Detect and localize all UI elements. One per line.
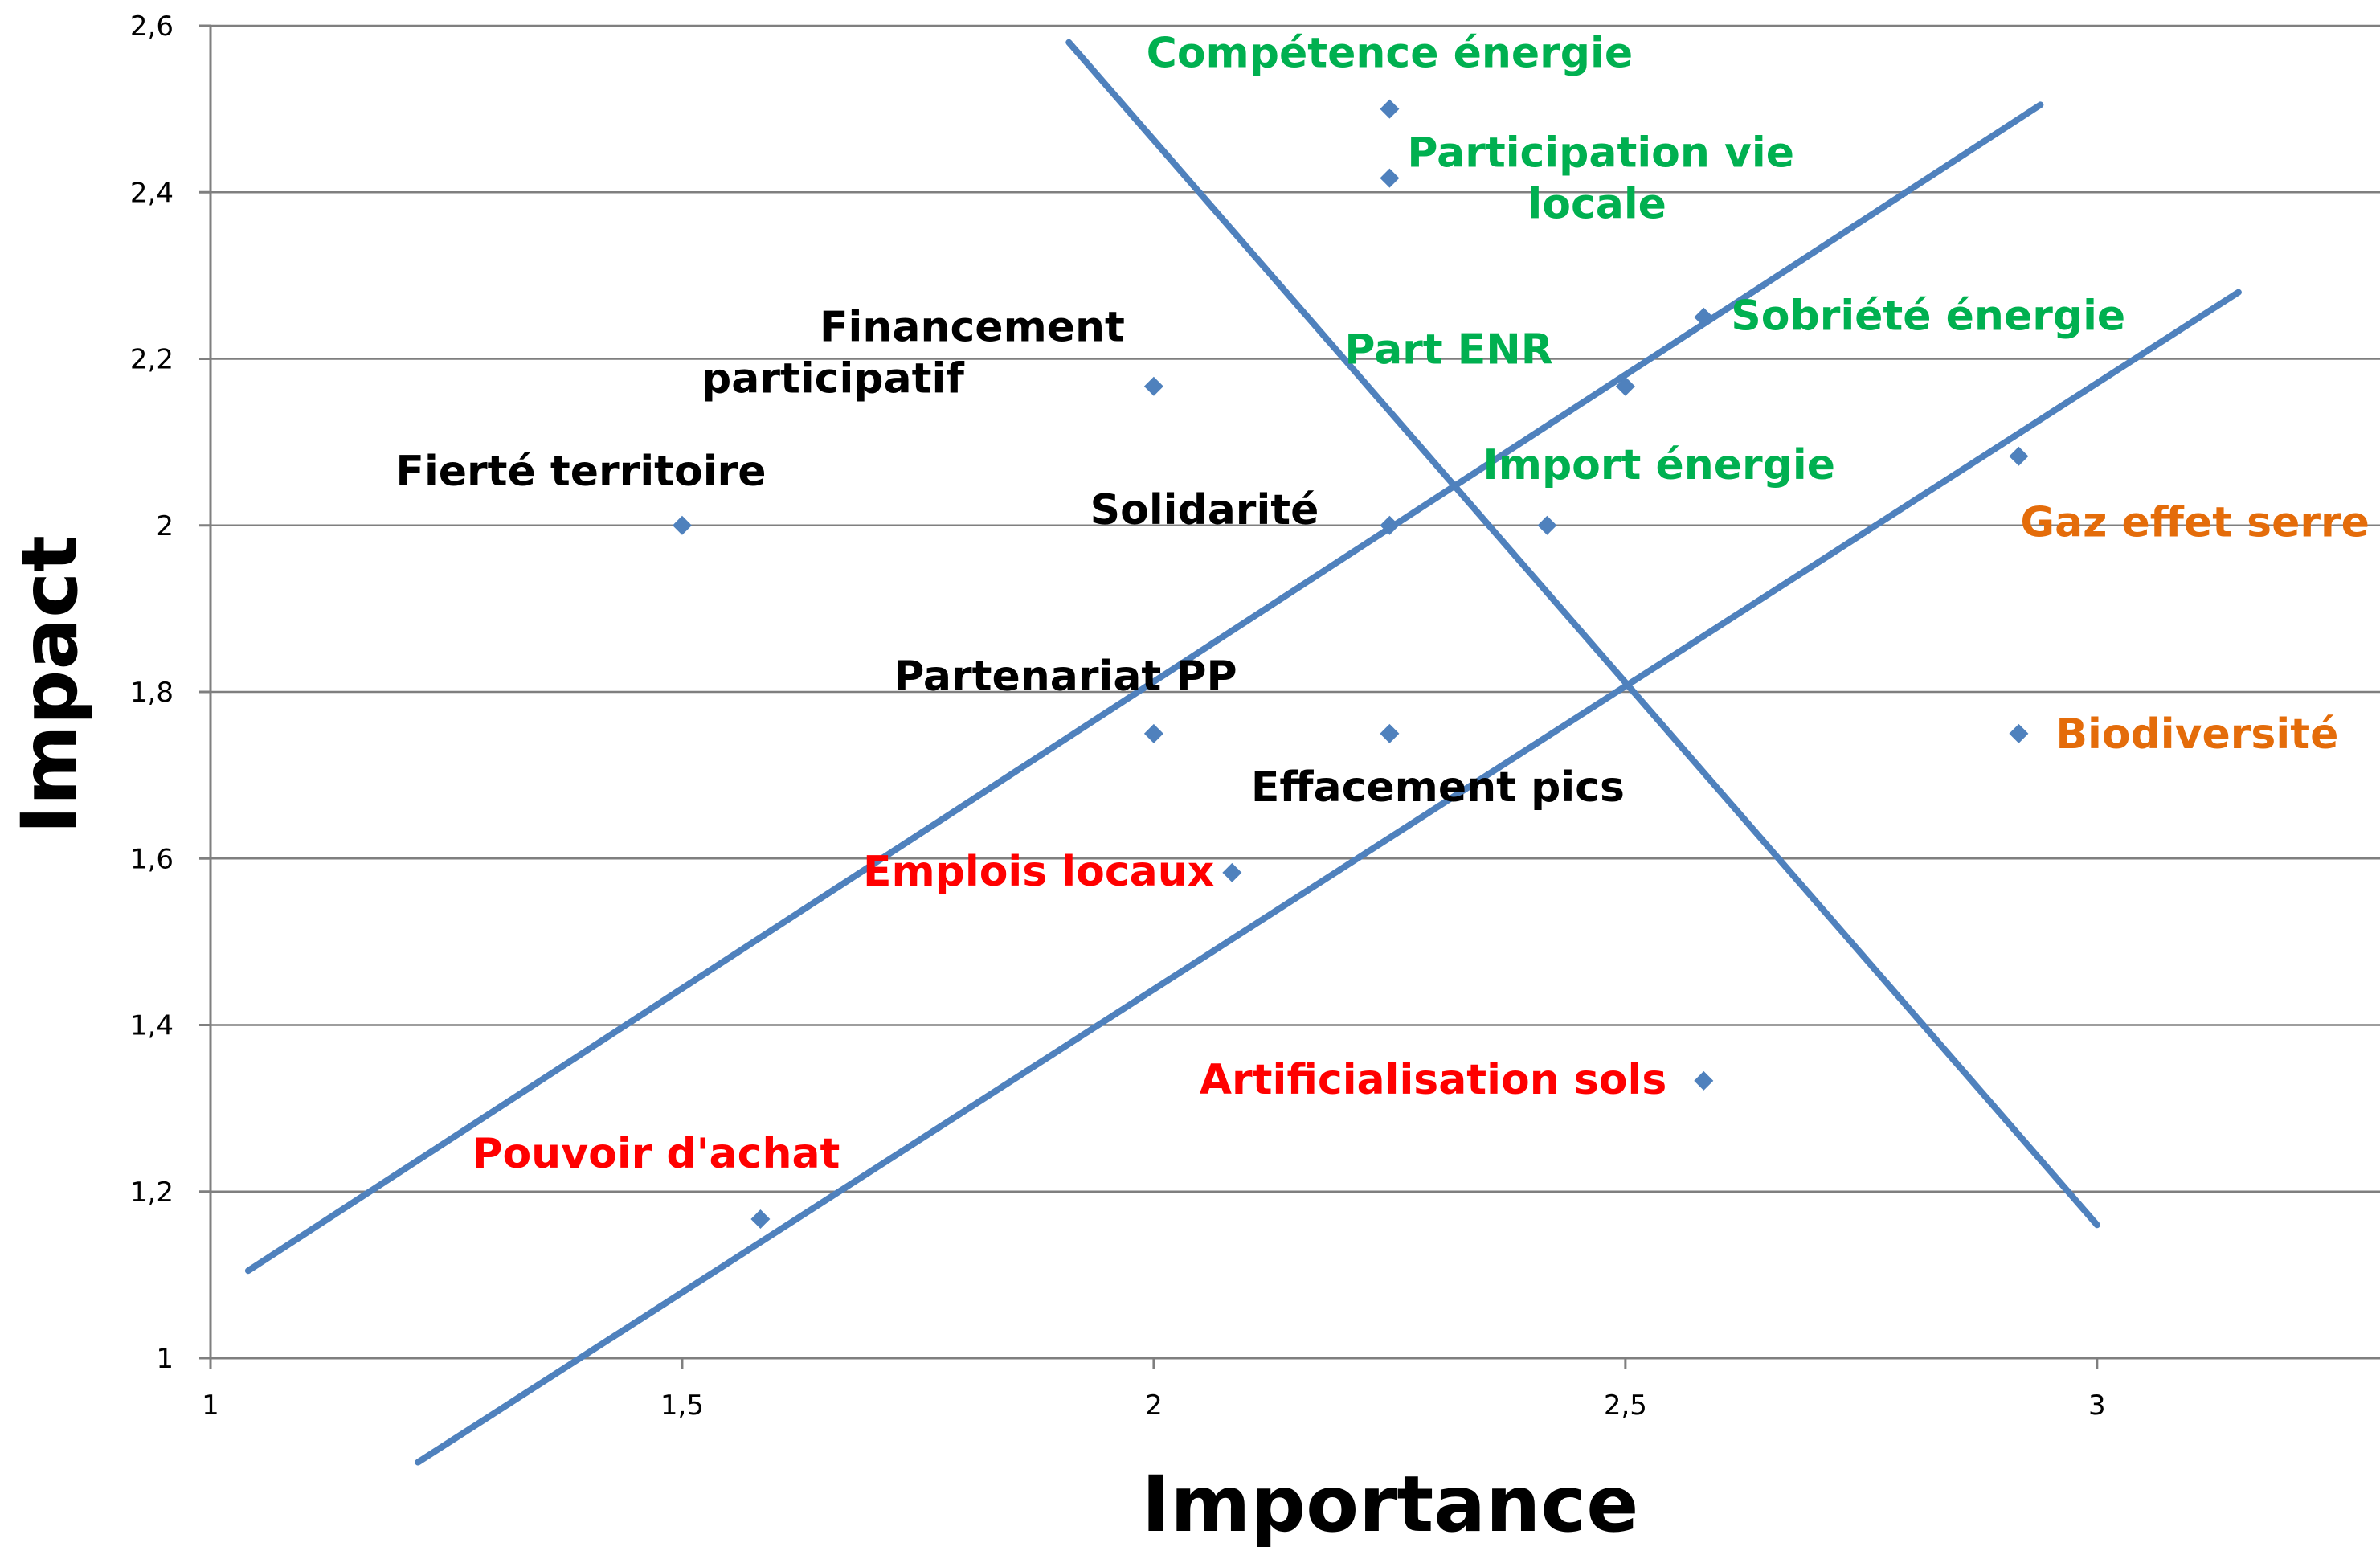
data-point-marker <box>750 1209 771 1229</box>
y-tick-label: 1,4 <box>130 1010 174 1042</box>
y-axis-title: Impact <box>5 535 95 834</box>
point-label: Emplois locaux <box>863 848 1214 896</box>
y-tick-label: 1,6 <box>130 843 174 875</box>
point-label: Import énergie <box>1482 441 1835 489</box>
grid-layer <box>211 24 2380 1193</box>
point-label: Solidarité <box>1090 486 1319 534</box>
separator-line <box>244 101 2044 1275</box>
data-point-marker <box>1537 515 1557 535</box>
y-tick-label: 2 <box>156 510 174 542</box>
data-points <box>672 99 2029 1229</box>
y-tick-label: 2,4 <box>130 177 174 209</box>
x-tick-label: 2,5 <box>1604 1389 1647 1422</box>
data-point-marker <box>1694 1070 1714 1091</box>
y-tick-label: 2,2 <box>130 344 174 376</box>
data-point-marker <box>1143 723 1163 743</box>
data-point-marker <box>672 515 692 535</box>
data-point-marker <box>1380 723 1400 743</box>
y-tick-label: 1,8 <box>130 677 174 709</box>
x-tick-label: 1,5 <box>660 1389 704 1422</box>
x-tick-label: 3 <box>2088 1389 2106 1422</box>
y-tick-label: 2,6 <box>130 10 174 43</box>
point-label: Compétence énergie <box>1147 30 1633 78</box>
point-label-line: Financement <box>820 304 1125 352</box>
y-tick-label: 1,2 <box>130 1177 174 1209</box>
data-point-marker <box>1380 99 1400 119</box>
separator-line <box>1065 39 2100 1229</box>
point-label: Artificialisation sols <box>1200 1056 1667 1104</box>
x-axis-title: Importance <box>1142 1459 1639 1549</box>
point-label-line: Participation vie <box>1407 129 1794 178</box>
y-tick-label: 1 <box>156 1343 174 1375</box>
point-label: Pouvoir d'achat <box>472 1130 840 1178</box>
data-point-marker <box>2009 723 2029 743</box>
point-label: Sobriété énergie <box>1731 293 2125 341</box>
point-label: Biodiversité <box>2055 710 2338 759</box>
point-label: Fierté territoire <box>395 448 766 496</box>
point-label-line: participatif <box>701 355 965 403</box>
point-label: Part ENR <box>1344 326 1553 374</box>
data-point-marker <box>2009 446 2029 466</box>
separator-line <box>415 289 2242 1466</box>
point-label-line: locale <box>1527 181 1666 229</box>
data-point-marker <box>1694 307 1714 327</box>
x-tick-label: 1 <box>202 1389 219 1422</box>
data-point-marker <box>1380 168 1400 188</box>
data-point-marker <box>1143 376 1163 396</box>
point-label: Gaz effet serre <box>2020 499 2370 547</box>
data-point-marker <box>1222 862 1242 882</box>
x-tick-label: 2 <box>1145 1389 1163 1422</box>
data-point-marker <box>1380 515 1400 535</box>
point-label: Effacement pics <box>1251 763 1625 812</box>
point-label: Partenariat PP <box>894 653 1237 701</box>
trend-lines <box>244 39 2242 1466</box>
data-point-marker <box>1615 376 1635 396</box>
axis-layer: 1 1,2 1,4 1,6 1,8 2 2,2 2,4 2,6 1 1,5 2 2,5 3 <box>130 10 2380 1422</box>
